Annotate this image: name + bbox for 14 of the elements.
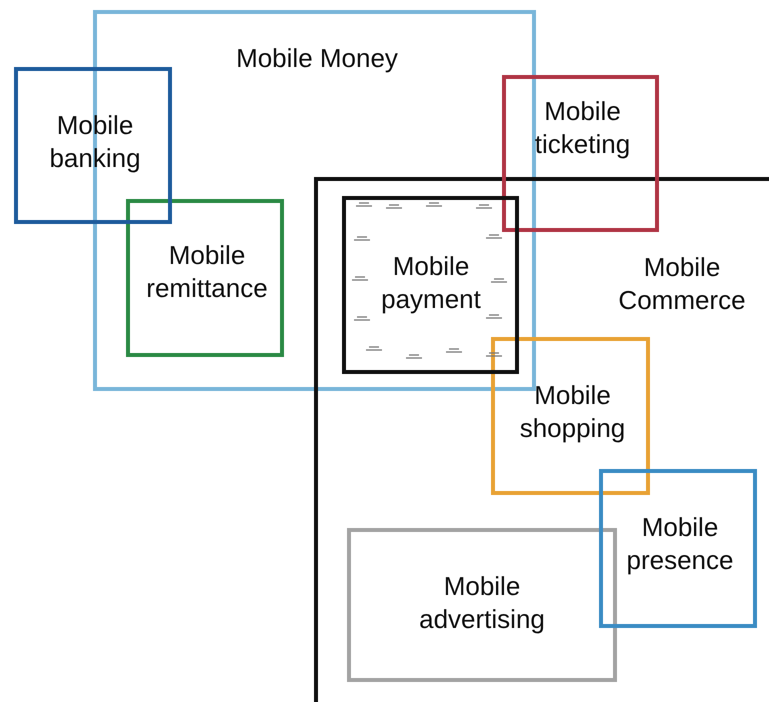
category-label: Mobile presence <box>626 511 734 577</box>
category-frame <box>314 177 769 702</box>
category-label: Mobile payment <box>380 250 482 316</box>
category-label: Mobile Commerce <box>617 251 747 317</box>
category-label: Mobile shopping <box>518 379 626 445</box>
category-frame <box>14 67 172 224</box>
category-frame <box>491 337 650 495</box>
category-frame <box>126 199 284 357</box>
category-label: Mobile advertising <box>418 570 546 636</box>
category-label: Mobile Money <box>235 42 399 75</box>
category-frame <box>599 469 757 628</box>
category-frame <box>502 75 659 232</box>
category-label: Mobile remittance <box>145 239 269 305</box>
category-frame <box>347 528 617 682</box>
